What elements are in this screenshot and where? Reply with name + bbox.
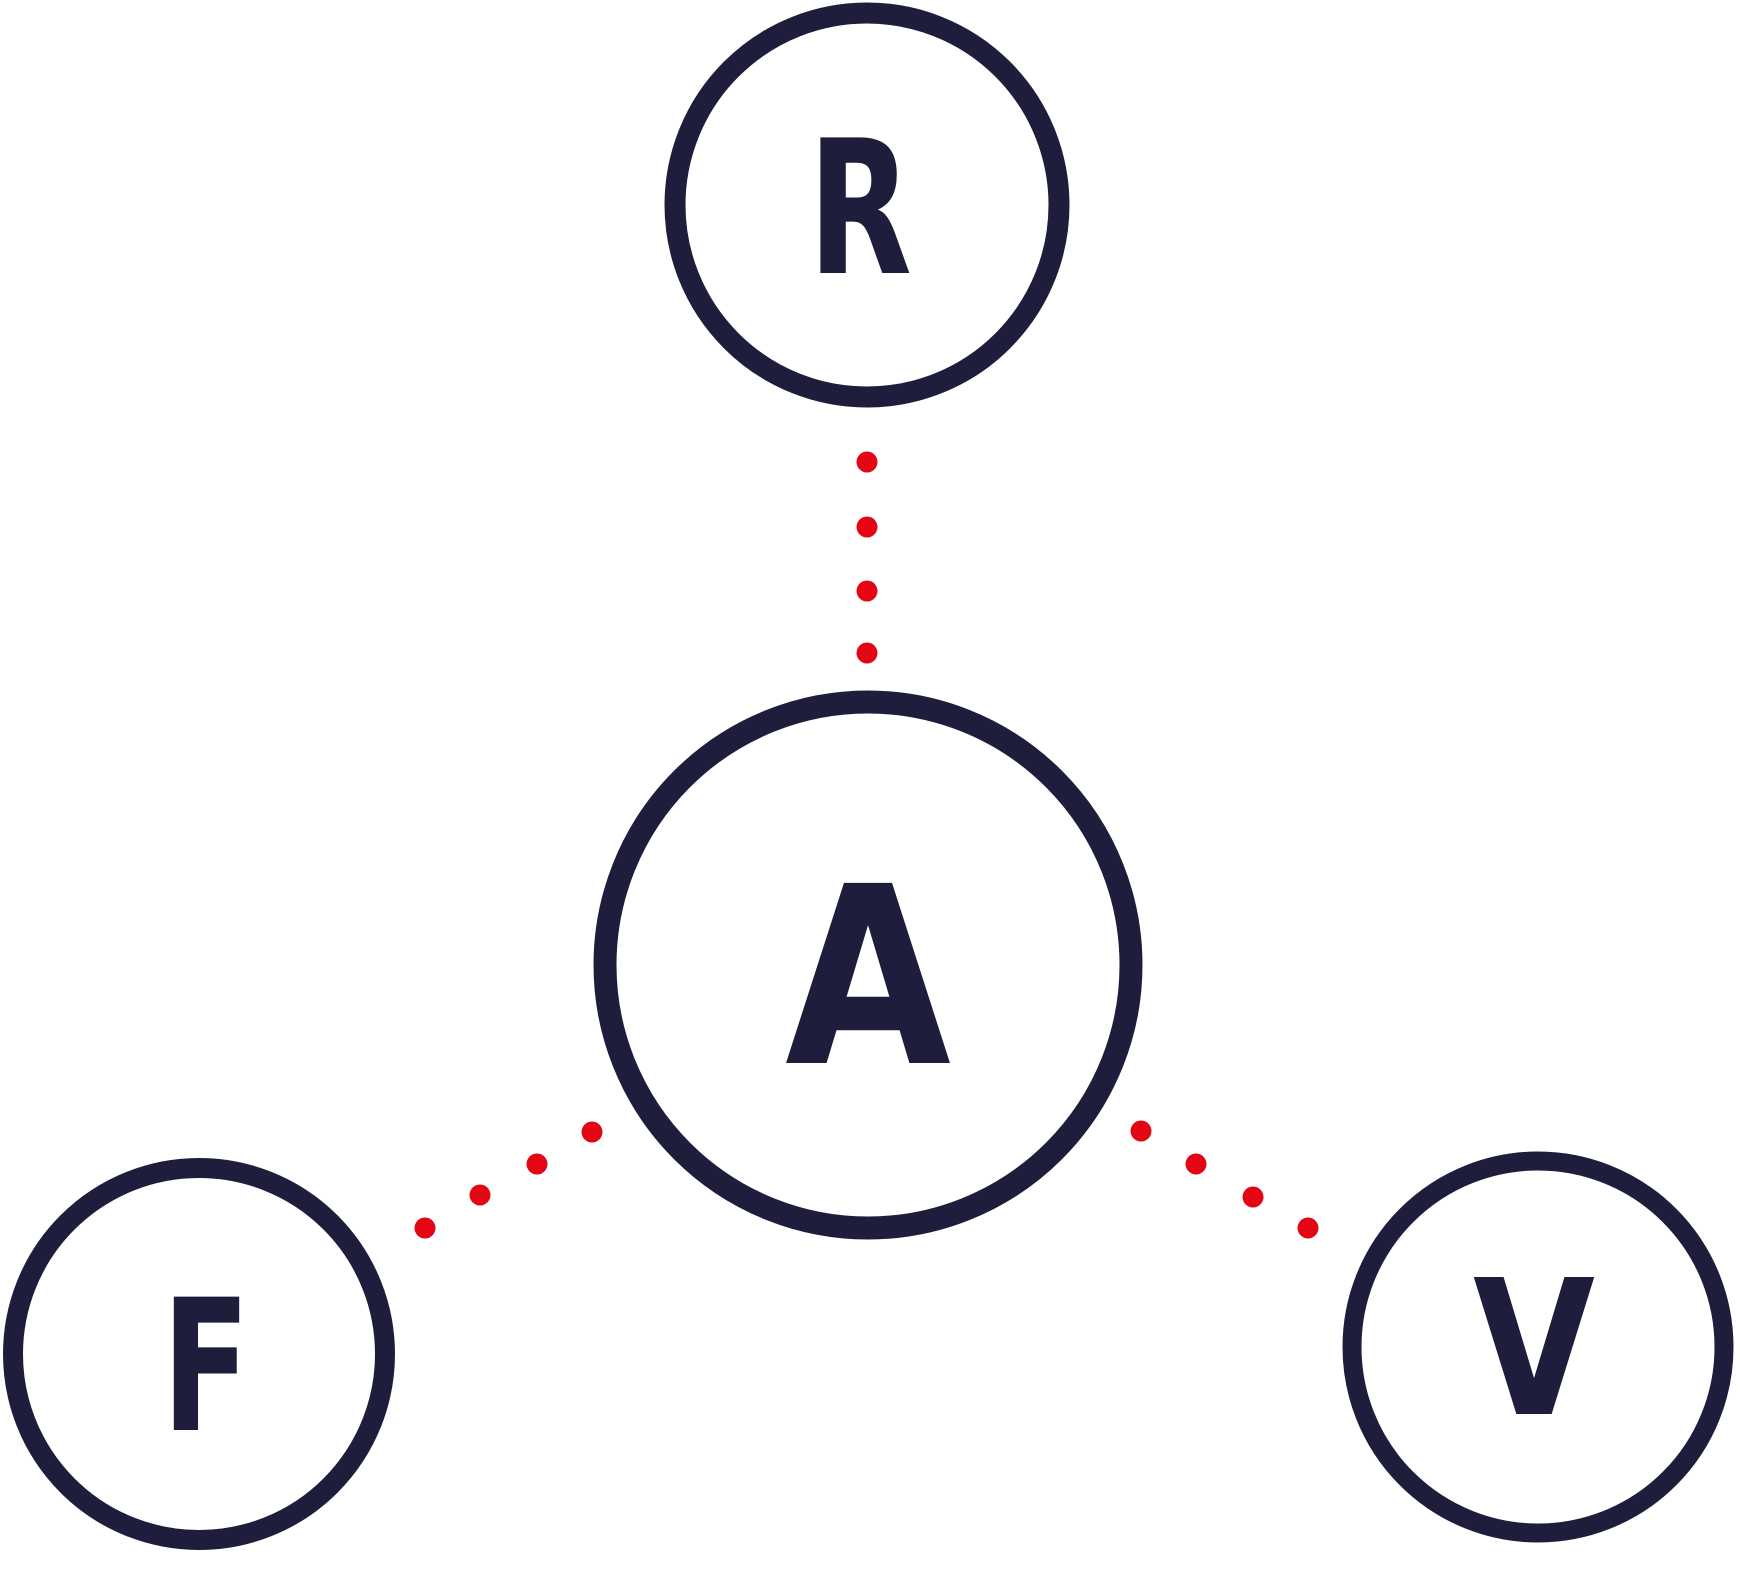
node-f: F: [3, 1158, 395, 1550]
node-v-label: V: [1473, 1240, 1595, 1459]
node-a: A: [593, 690, 1143, 1240]
connector-dot: [856, 451, 878, 473]
node-a-label: A: [785, 835, 951, 1122]
connector-dot: [469, 1184, 491, 1206]
connector-dot: [856, 516, 878, 538]
connector-dot: [414, 1217, 436, 1239]
connector-a-v: [1130, 1120, 1319, 1239]
connector-dot: [1130, 1120, 1152, 1142]
node-v-circle: [1342, 1151, 1734, 1543]
connector-a-r: [856, 451, 878, 664]
connector-dot: [1242, 1186, 1264, 1208]
connector-dot: [1297, 1217, 1319, 1239]
connector-dot: [856, 580, 878, 602]
node-r-label: R: [808, 100, 912, 317]
connector-a-f: [414, 1121, 603, 1239]
node-a-circle: [593, 690, 1143, 1240]
node-f-label: F: [162, 1261, 250, 1474]
node-f-circle: [3, 1158, 395, 1550]
connector-dot: [581, 1121, 603, 1143]
node-v: V: [1342, 1151, 1734, 1543]
connector-dot: [526, 1153, 548, 1175]
node-r: R: [664, 2, 1070, 408]
connector-dot: [856, 642, 878, 664]
connector-dot: [1185, 1153, 1207, 1175]
node-r-circle: [664, 2, 1070, 408]
